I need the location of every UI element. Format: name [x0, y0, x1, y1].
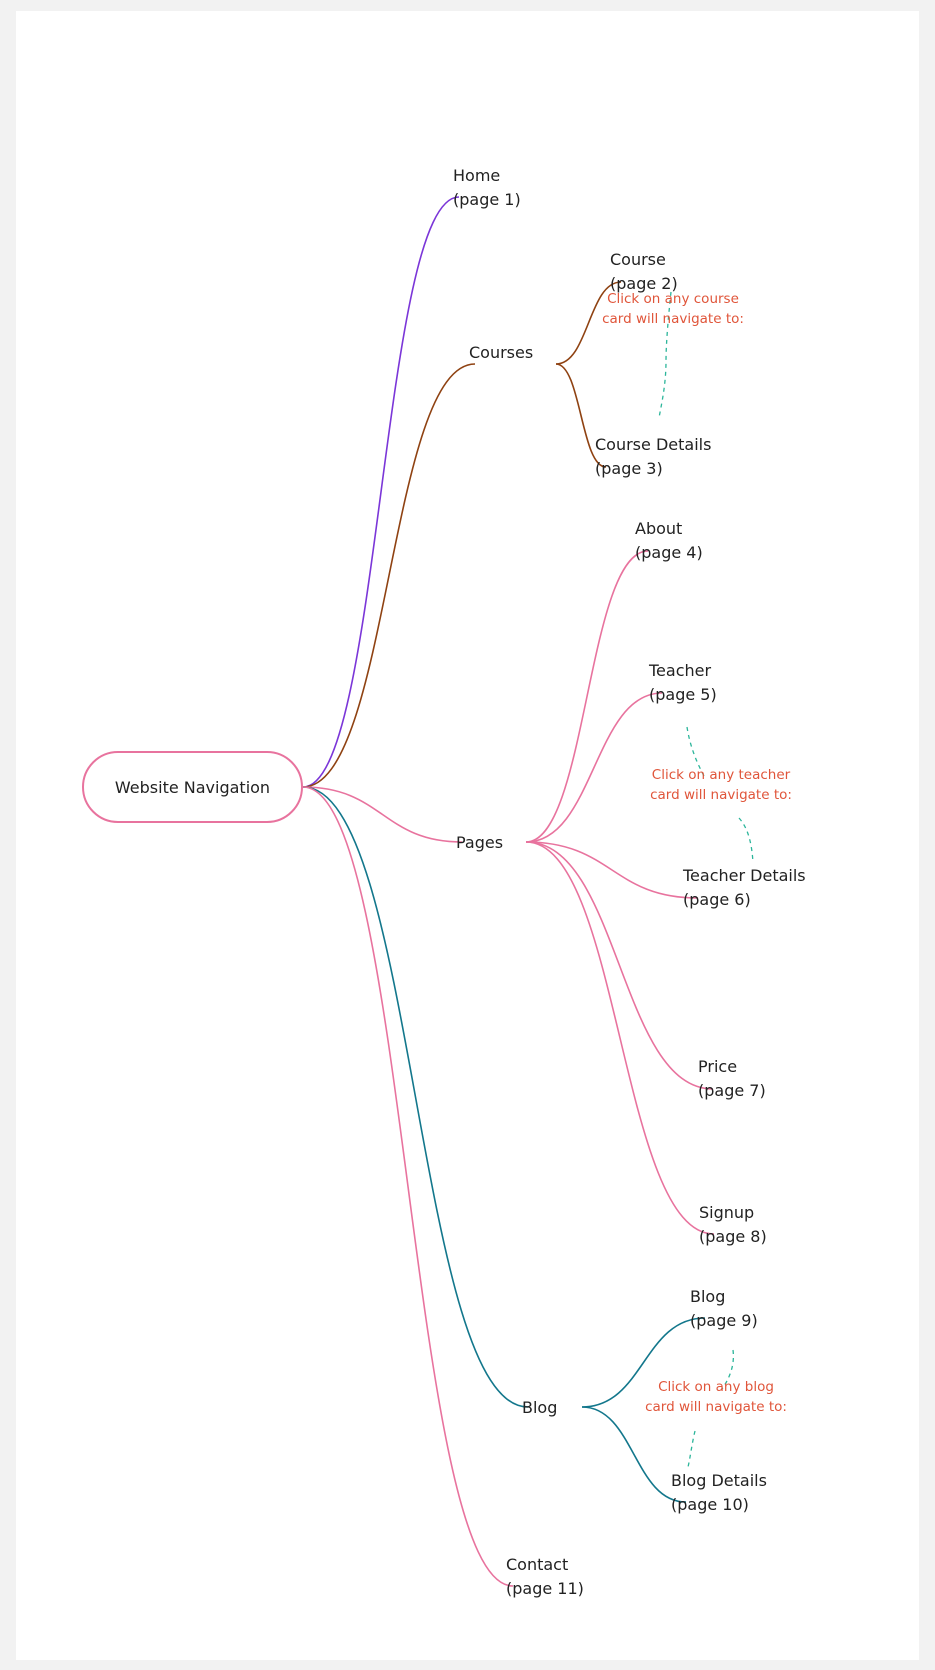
node-blog-details[interactable]: Blog Details (page 10)	[671, 1469, 767, 1516]
node-contact-page: (page 11)	[506, 1578, 584, 1598]
node-contact[interactable]: Contact (page 11)	[506, 1553, 584, 1600]
node-home[interactable]: Home (page 1)	[453, 164, 521, 211]
teacher-navigation-note: Click on any teacher card will navigate …	[650, 765, 792, 805]
mind-map-canvas: Website Navigation Home (page 1) Courses…	[16, 11, 919, 1660]
node-home-page: (page 1)	[453, 189, 521, 209]
edge-pages-teacher	[525, 692, 663, 843]
node-price-page: (page 7)	[698, 1080, 766, 1100]
node-pages-title: Pages	[456, 833, 504, 852]
node-blog-page[interactable]: Blog (page 9)	[690, 1285, 758, 1332]
teacher-note-connector-bottom	[738, 817, 754, 864]
node-blog-title: Blog	[522, 1398, 558, 1417]
node-blog[interactable]: Blog	[522, 1396, 557, 1420]
node-course-details-page: (page 3)	[595, 458, 663, 478]
node-courses-title: Courses	[469, 343, 534, 362]
edge-courses-course	[555, 281, 622, 365]
blog-note-connector-top	[721, 1349, 735, 1390]
edge-root-pages	[302, 786, 463, 843]
node-about-page: (page 4)	[635, 542, 703, 562]
root-node-website-navigation[interactable]: Website Navigation	[82, 751, 303, 823]
teacher-note-line-2: card will navigate to:	[650, 787, 792, 803]
node-price-title: Price	[698, 1057, 738, 1076]
node-teacher-page: (page 5)	[649, 684, 717, 704]
node-about-title: About	[635, 519, 683, 538]
node-price[interactable]: Price (page 7)	[698, 1055, 766, 1102]
node-blog-page-title: Blog	[690, 1287, 726, 1306]
node-signup-title: Signup	[699, 1203, 755, 1222]
node-pages[interactable]: Pages	[456, 831, 503, 855]
course-navigation-note: Click on any course card will navigate t…	[602, 289, 744, 329]
node-course-page: (page 2)	[610, 273, 678, 293]
node-teacher-details[interactable]: Teacher Details (page 6)	[683, 864, 806, 911]
node-teacher-details-page: (page 6)	[683, 889, 751, 909]
blog-note-line-1: Click on any blog	[658, 1379, 774, 1395]
edge-root-blog	[302, 786, 529, 1408]
node-about[interactable]: About (page 4)	[635, 517, 703, 564]
edge-pages-price	[525, 841, 714, 1090]
node-blog-page-page: (page 9)	[690, 1310, 758, 1330]
mind-map-connections	[302, 196, 754, 1587]
node-course-details[interactable]: Course Details (page 3)	[595, 433, 711, 480]
node-teacher-title: Teacher	[649, 661, 712, 680]
node-course-title: Course	[610, 250, 666, 269]
node-blog-details-title: Blog Details	[671, 1471, 767, 1490]
edge-pages-signup	[525, 841, 715, 1235]
course-note-connector	[658, 291, 672, 419]
edge-blog-blog-page	[581, 1317, 706, 1408]
blog-note-connector-bottom	[687, 1430, 696, 1468]
node-contact-title: Contact	[506, 1555, 569, 1574]
teacher-note-connector-top	[686, 726, 705, 777]
root-node-label: Website Navigation	[114, 777, 271, 797]
node-course-details-title: Course Details	[595, 435, 712, 454]
node-course[interactable]: Course (page 2)	[610, 248, 678, 295]
node-blog-details-page: (page 10)	[671, 1494, 749, 1514]
course-note-line-2: card will navigate to:	[602, 311, 744, 327]
edge-root-contact	[302, 786, 514, 1587]
edge-root-home	[302, 196, 460, 788]
edge-blog-blog-details	[581, 1406, 687, 1503]
teacher-note-line-1: Click on any teacher	[651, 767, 791, 783]
blog-navigation-note: Click on any blog card will navigate to:	[645, 1377, 787, 1417]
edge-root-courses	[302, 363, 476, 788]
edge-pages-teacher-details	[525, 841, 699, 899]
node-teacher-details-title: Teacher Details	[683, 866, 806, 885]
course-note-line-1: Click on any course	[607, 291, 739, 307]
node-signup[interactable]: Signup (page 8)	[699, 1201, 767, 1248]
blog-note-line-2: card will navigate to:	[645, 1399, 787, 1415]
node-teacher[interactable]: Teacher (page 5)	[649, 659, 717, 706]
edge-pages-about	[525, 550, 649, 843]
node-home-title: Home	[453, 166, 501, 185]
edge-courses-course-details	[555, 363, 607, 468]
node-signup-page: (page 8)	[699, 1226, 767, 1246]
node-courses[interactable]: Courses	[469, 341, 533, 365]
